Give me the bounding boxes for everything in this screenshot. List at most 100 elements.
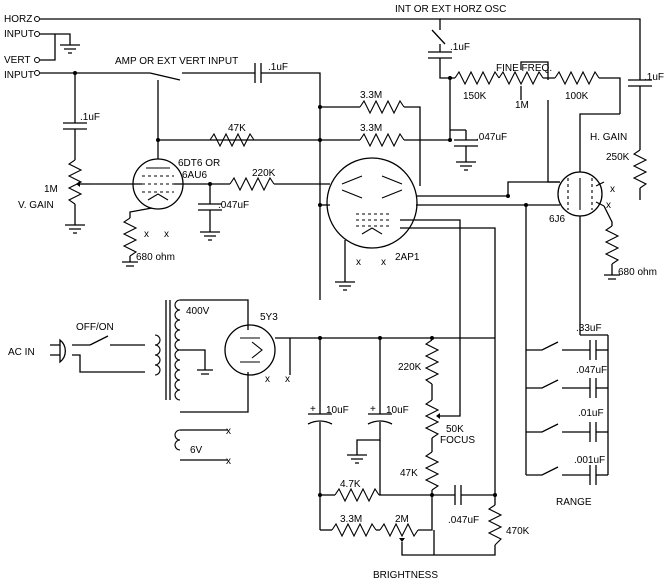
res-220k-grid: 220K — [229, 168, 276, 192]
range-switch-2[interactable]: .01uF — [526, 408, 608, 442]
xfmr-fil-label: 6V — [190, 445, 203, 456]
fine-freq-label: FINE FREQ. — [496, 63, 552, 74]
res-220k-div: 220K — [398, 339, 440, 385]
ac-plug[interactable] — [50, 338, 66, 364]
cap-10uf-a-value: 10uF — [326, 405, 349, 416]
horz-input-terminal[interactable] — [34, 16, 40, 22]
vert-label-2: INPUT — [4, 70, 34, 81]
horz-ground-terminal[interactable] — [34, 31, 40, 37]
cap-047-cath-value: .047uF — [218, 200, 249, 211]
res-680-right-value: 680 ohm — [618, 267, 657, 278]
res-3m3-top-value: 3.3M — [360, 90, 382, 101]
res-1m-fine-value: 1M — [515, 100, 529, 111]
res-100k: 100K — [554, 70, 600, 102]
int-ext-horz-switch[interactable] — [431, 29, 446, 45]
horz-input-wire — [40, 18, 441, 30]
tube-vert-label-2: 6AU6 — [182, 170, 207, 181]
vert-label-1: VERT — [4, 55, 31, 66]
res-470k-value: 470K — [506, 526, 530, 537]
crt-pin-2: x — [381, 257, 386, 268]
cap-osc: .1uF — [428, 42, 470, 59]
cap-right-value: .1uF — [644, 72, 664, 83]
res-680-right: 680 ohm — [604, 225, 657, 278]
res-3m3-mid-value: 3.3M — [360, 123, 382, 134]
range-cap-3: .001uF — [574, 455, 605, 466]
ground-680-right — [604, 274, 620, 280]
res-220k-grid-value: 220K — [252, 168, 276, 179]
res-3m3-bot-value: 3.3M — [340, 514, 362, 525]
ground-10uf — [347, 454, 367, 464]
res-47k-top-value: 47K — [228, 123, 246, 134]
tube-5y3-label: 5Y3 — [260, 312, 278, 323]
res-3m3-top: 3.3M — [359, 90, 405, 115]
tube-vert-pin-1: x — [144, 229, 149, 240]
cap-047-bot: .047uF — [448, 485, 479, 526]
amp-ext-vert-switch[interactable] — [149, 72, 181, 81]
rect-pin-1: x — [265, 374, 270, 385]
horz-right-wire — [440, 18, 641, 80]
range-cap-1: .047uF — [576, 365, 607, 376]
range-switch-1[interactable]: .047uF — [526, 365, 608, 398]
res-100k-value: 100K — [565, 91, 589, 102]
tube-vert-label-1: 6DT6 OR — [178, 158, 220, 169]
vert-plate-wire — [261, 72, 321, 300]
pot-focus[interactable]: 50K FOCUS — [424, 399, 475, 446]
res-250k-value: 250K — [606, 152, 630, 163]
res-150k: 150K — [454, 70, 500, 102]
ac-in-label: AC IN — [8, 347, 35, 358]
res-470k: 470K — [487, 504, 530, 546]
crt-label: 2AP1 — [395, 252, 420, 263]
ground-047-top — [456, 161, 476, 171]
int-ext-horz-label: INT OR EXT HORZ OSC — [395, 4, 506, 15]
pot-brightness[interactable]: 2M BRIGHTNESS — [373, 514, 438, 581]
range-cap-2: .01uF — [578, 408, 604, 419]
v-gain-label-2: V. GAIN — [18, 200, 54, 211]
cap-047-bot-value: .047uF — [448, 515, 479, 526]
range-label: RANGE — [556, 497, 592, 508]
focus-label-2: FOCUS — [440, 435, 475, 446]
cap-vert-in: .1uF — [63, 112, 100, 130]
res-47k-top: 47K — [209, 123, 255, 148]
range-switch-3[interactable]: .001uF — [526, 455, 608, 485]
res-220k-div-value: 220K — [398, 362, 422, 373]
tube-vert-amp: 6DT6 OR 6AU6 x x — [132, 158, 220, 240]
pot-fine-freq[interactable]: 1M — [498, 61, 549, 111]
res-3m3-bot: 3.3M — [331, 514, 377, 538]
tube-5y3-envelope — [224, 324, 276, 376]
pot-h-gain[interactable]: 250K — [606, 149, 648, 189]
cap-047-cath: .047uF — [198, 200, 249, 211]
cap-top-01uf-value: .1uF — [268, 62, 288, 73]
cap-right-01uf: .1uF — [628, 72, 664, 87]
crt-pin-1: x — [356, 257, 361, 268]
ground-v-gain — [65, 224, 85, 234]
res-680-left-value: 680 ohm — [136, 252, 175, 263]
off-on-label: OFF/ON — [76, 322, 114, 333]
cap-vert-in-value: .1uF — [80, 112, 100, 123]
res-4k7-value: 4.7K — [340, 479, 361, 490]
power-transformer: 400V 6V — [154, 299, 210, 456]
vert-input-terminal[interactable] — [34, 70, 40, 76]
crt-envelope — [326, 157, 418, 249]
tube-6j6: 6J6 — [549, 171, 605, 225]
cap-10uf-b-value: 10uF — [386, 405, 409, 416]
cap-10uf-a-plus: + — [310, 404, 316, 415]
xfmr-hv-label: 400V — [186, 306, 210, 317]
cap-osc-value: .1uF — [450, 42, 470, 53]
brightness-label: BRIGHTNESS — [373, 570, 438, 581]
pot-v-gain[interactable]: 1M V. GAIN — [18, 159, 90, 211]
res-47k-div-value: 47K — [400, 468, 418, 479]
res-150k-value: 150K — [463, 91, 487, 102]
range-switch-0[interactable]: .33uF — [526, 323, 608, 360]
horz-label-1: HORZ — [4, 14, 32, 25]
h-gain-label: H. GAIN — [590, 132, 627, 143]
tube-vert-pin-2: x — [164, 229, 169, 240]
focus-label-1: 50K — [446, 424, 464, 435]
vert-ground-terminal[interactable] — [34, 57, 40, 63]
range-cap-0: .33uF — [576, 323, 602, 334]
rect-pin-2: x — [285, 374, 290, 385]
amp-ext-vert-label: AMP OR EXT VERT INPUT — [115, 56, 238, 67]
tube-5y3: 5Y3 x x — [224, 312, 290, 385]
ground-047 — [200, 231, 220, 241]
ground-crt — [335, 281, 355, 291]
off-on-switch[interactable] — [89, 335, 109, 346]
